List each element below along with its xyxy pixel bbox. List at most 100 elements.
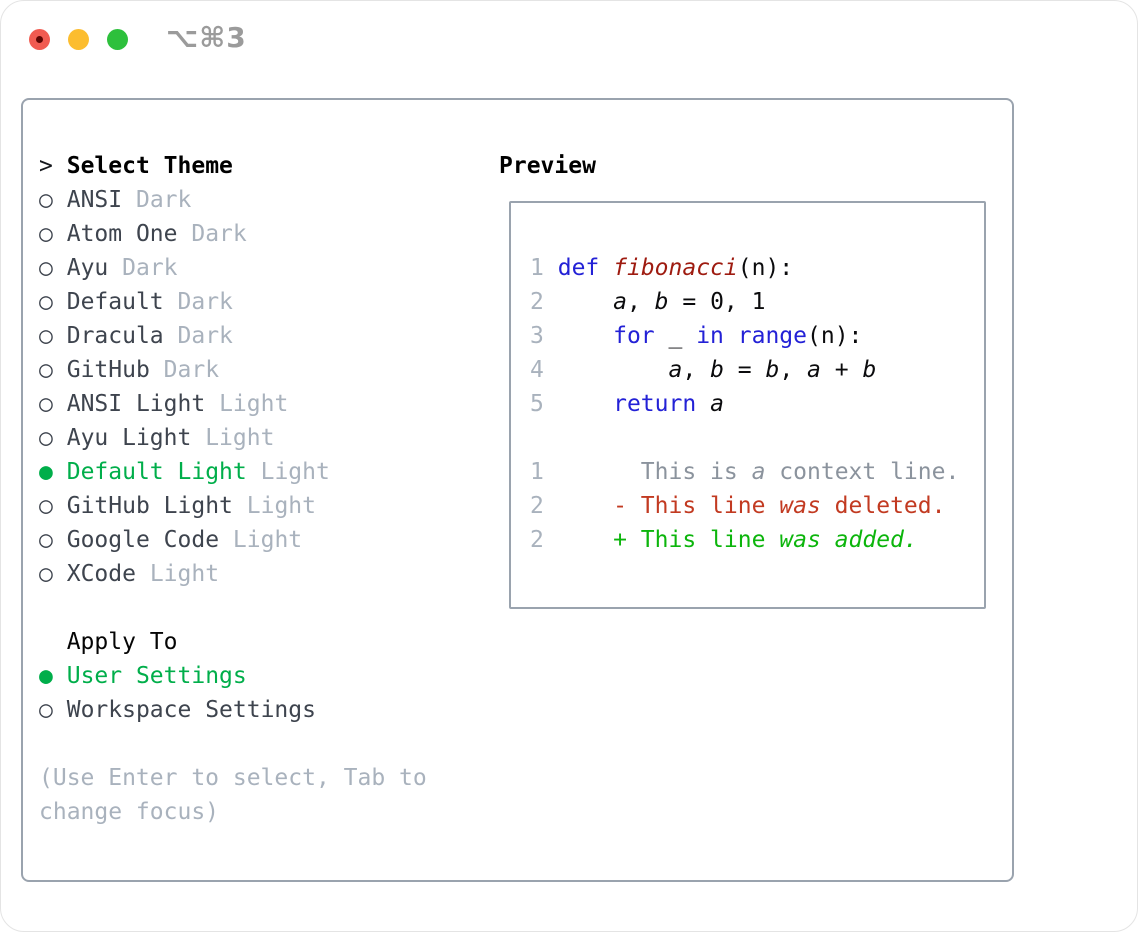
theme-option[interactable]: ○ Default Dark: [39, 285, 427, 319]
theme-name: Default Light: [66, 459, 247, 485]
code-line: 2 + This line was added.: [530, 523, 984, 557]
code-token: [558, 357, 669, 383]
code-token: for: [613, 323, 655, 349]
code-token: [724, 323, 738, 349]
code-token: + This line: [557, 527, 780, 553]
close-button[interactable]: [29, 29, 50, 50]
line-number: 2: [530, 493, 544, 519]
theme-variant: Dark: [177, 323, 233, 349]
theme-option[interactable]: ○ GitHub Dark: [39, 353, 427, 387]
spacer: [39, 727, 427, 761]
theme-variant: Dark: [135, 187, 192, 213]
theme-picker-left-column: > Select Theme ○ ANSI Dark○ Atom One Dar…: [39, 149, 427, 829]
line-number: 2: [530, 527, 544, 553]
code-line: 1 def fibonacci(n):: [530, 251, 984, 285]
spacer: [39, 591, 427, 625]
theme-option[interactable]: ○ XCode Light: [39, 557, 427, 591]
code-token: was: [779, 493, 821, 519]
code-token: ,: [682, 357, 711, 383]
apply-to-option[interactable]: ● User Settings: [39, 659, 427, 693]
line-number: 1: [530, 255, 544, 281]
radio-unselected-icon: ○: [39, 187, 53, 213]
theme-variant: Light: [246, 493, 316, 519]
radio-unselected-icon: ○: [39, 357, 53, 383]
line-number: 1: [530, 459, 544, 485]
code-token: a: [807, 357, 821, 383]
code-token: range: [737, 323, 808, 349]
code-token: ,: [779, 357, 808, 383]
theme-picker-panel: > Select Theme ○ ANSI Dark○ Atom One Dar…: [21, 98, 1014, 882]
line-number: 3: [530, 323, 544, 349]
theme-name: Default: [66, 289, 164, 315]
theme-name: ANSI Light: [66, 391, 206, 417]
theme-name: XCode: [66, 561, 136, 587]
code-token: [558, 391, 613, 417]
line-number: 2: [530, 289, 544, 315]
code-line: [530, 421, 984, 455]
code-token: b: [710, 357, 724, 383]
code-line: 3 for _ in range(n):: [530, 319, 984, 353]
apply-to-name: User Settings: [66, 663, 247, 689]
code-token: b: [862, 357, 877, 383]
code-token: [558, 323, 613, 349]
code-token: was added.: [779, 527, 918, 553]
theme-variant: Light: [149, 561, 220, 587]
maximize-button[interactable]: [107, 29, 128, 50]
code-token: a: [751, 459, 766, 485]
radio-unselected-icon: ○: [39, 561, 53, 587]
radio-unselected-icon: ○: [39, 493, 53, 519]
theme-name: Ayu Light: [66, 425, 192, 451]
theme-variant: Light: [260, 459, 330, 485]
radio-unselected-icon: ○: [39, 391, 53, 417]
theme-option[interactable]: ○ ANSI Light Light: [39, 387, 427, 421]
theme-option[interactable]: ○ ANSI Dark: [39, 183, 427, 217]
code-token: _: [654, 323, 697, 349]
theme-name: Google Code: [66, 527, 220, 553]
radio-selected-icon: ●: [39, 663, 53, 689]
minimize-button[interactable]: [68, 29, 89, 50]
code-token: deleted.: [820, 493, 946, 519]
theme-option[interactable]: ○ Ayu Dark: [39, 251, 427, 285]
theme-variant: Dark: [177, 289, 233, 315]
code-token: b: [654, 289, 669, 315]
theme-option[interactable]: ○ Atom One Dark: [39, 217, 427, 251]
theme-option[interactable]: ○ Ayu Light Light: [39, 421, 427, 455]
help-text-line2: change focus): [39, 799, 220, 825]
theme-variant: Light: [205, 425, 275, 451]
code-token: fibonacci: [613, 255, 738, 281]
radio-unselected-icon: ○: [39, 221, 53, 247]
theme-option[interactable]: ○ Google Code Light: [39, 523, 427, 557]
code-token: return: [613, 391, 697, 417]
radio-unselected-icon: ○: [39, 323, 53, 349]
radio-selected-icon: ●: [39, 459, 53, 485]
theme-list: ○ ANSI Dark○ Atom One Dark○ Ayu Dark○ De…: [39, 183, 427, 591]
code-token: - This line: [557, 493, 780, 519]
theme-variant: Dark: [191, 221, 247, 247]
select-theme-title: Select Theme: [66, 153, 233, 179]
prompt-chevron-icon: >: [39, 153, 53, 179]
close-dot-icon: [36, 36, 43, 43]
code-token: [599, 255, 613, 281]
theme-option[interactable]: ○ Dracula Dark: [39, 319, 427, 353]
radio-unselected-icon: ○: [39, 425, 53, 451]
code-token: a: [668, 357, 683, 383]
code-token: in: [696, 323, 724, 349]
theme-option[interactable]: ○ GitHub Light Light: [39, 489, 427, 523]
help-text-line1: (Use Enter to select, Tab to: [39, 765, 427, 791]
line-number: 5: [530, 391, 544, 417]
code-token: (n):: [737, 255, 794, 281]
code-token: [558, 289, 613, 315]
code-line: 2 a, b = 0, 1: [530, 285, 984, 319]
apply-to-option[interactable]: ○ Workspace Settings: [39, 693, 427, 727]
code-token: [696, 391, 710, 417]
code-line: 4 a, b = b, a + b: [530, 353, 984, 387]
theme-name: Dracula: [66, 323, 164, 349]
code-token: +: [820, 357, 863, 383]
radio-unselected-icon: ○: [39, 697, 53, 723]
theme-name: GitHub: [66, 357, 150, 383]
theme-option[interactable]: ● Default Light Light: [39, 455, 427, 489]
theme-variant: Dark: [122, 255, 178, 281]
code-token: context line.: [765, 459, 960, 485]
